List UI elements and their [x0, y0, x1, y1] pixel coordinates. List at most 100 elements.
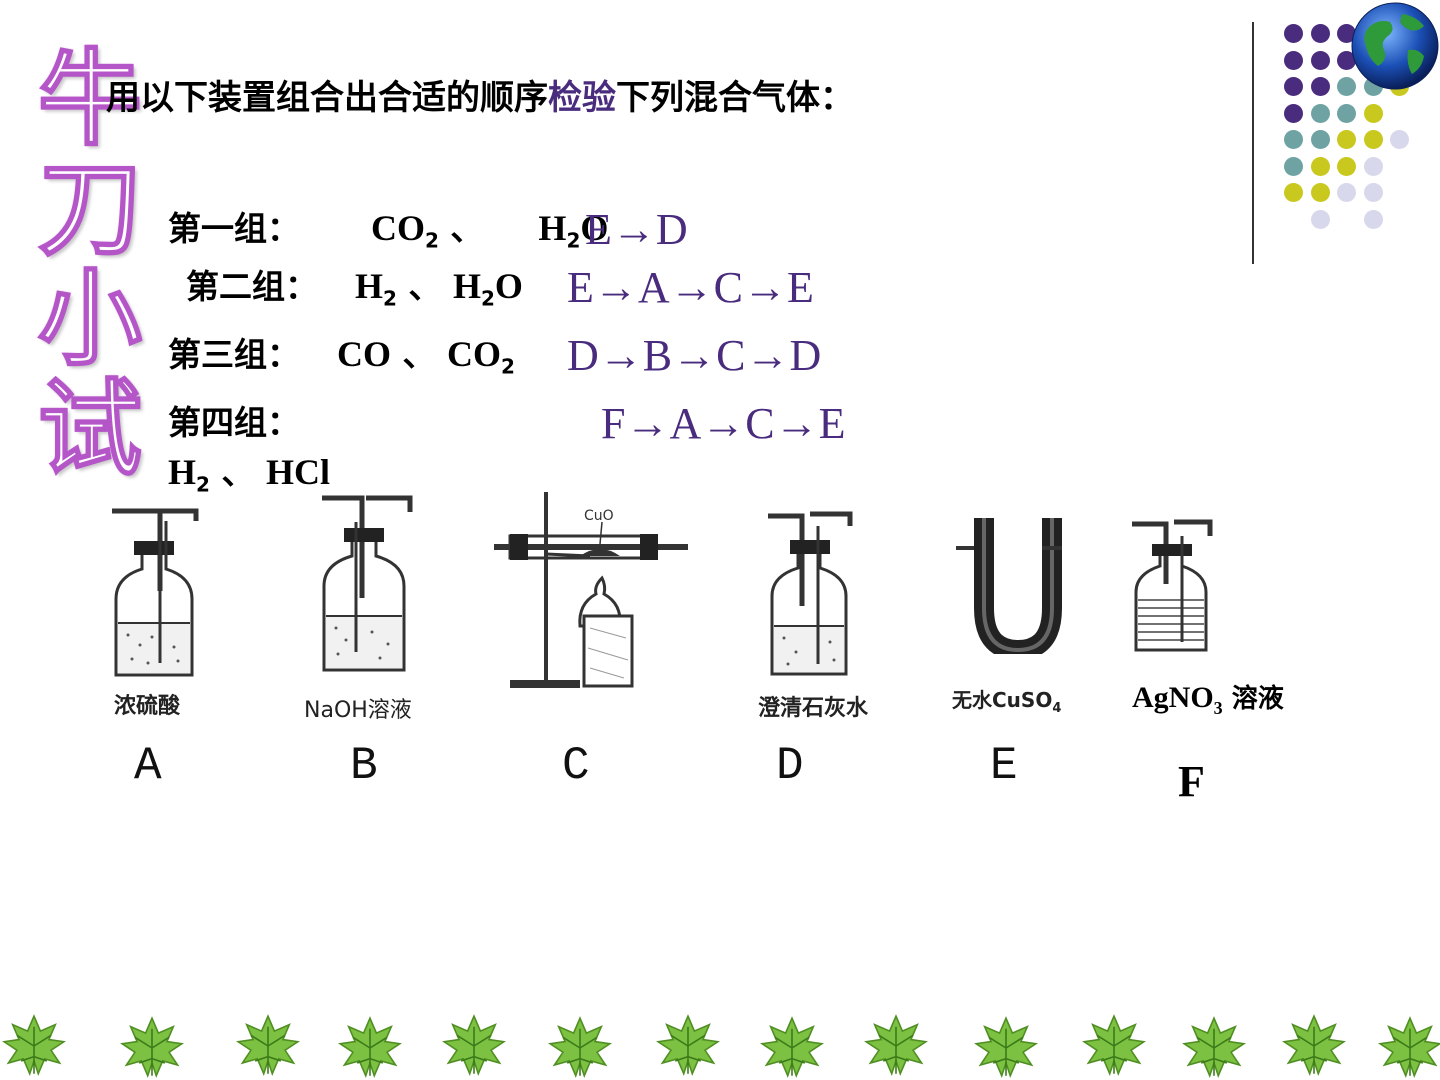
divider-line: [1252, 22, 1254, 264]
group-label: 第二组：: [186, 267, 318, 306]
decor-dot: [1337, 103, 1356, 123]
intro-highlight: 检验: [548, 78, 616, 118]
label-subscript: 3: [1213, 698, 1223, 718]
group-1: 第一组： CO2 、 H2O: [168, 202, 608, 253]
decor-dot: [1363, 183, 1383, 202]
gas-formula: CO: [447, 334, 501, 374]
group-2: 第二组： H2 、 H2O: [186, 260, 523, 311]
decor-dot: [1284, 24, 1303, 43]
leaf-icon: [1182, 1016, 1246, 1078]
label-text: AgNO: [1132, 681, 1214, 714]
group-label: 第三组：: [168, 335, 300, 374]
decor-dot: [1284, 183, 1303, 202]
separator: 、: [408, 267, 442, 306]
u-tube-apparatus-e: [956, 518, 1062, 654]
answer-3: D→B→C→D: [567, 331, 822, 380]
group-label: 第一组：: [168, 209, 300, 248]
gas-washing-bottle-d: [768, 511, 853, 676]
leaf-icon: [1282, 1014, 1346, 1076]
decor-dot: [1337, 130, 1356, 149]
group-4-label-line: 第四组：: [168, 396, 300, 444]
decor-dot: [1337, 50, 1356, 70]
intro-after: 下列混合气体：: [616, 78, 854, 118]
decor-dot: [1310, 130, 1330, 149]
leaf-icon: [1378, 1016, 1440, 1078]
globe-icon: [1351, 2, 1439, 90]
leaf-icon: [760, 1016, 824, 1078]
gas-subscript: 2: [566, 228, 581, 253]
separator: 、: [402, 335, 436, 374]
gas-subscript: 2: [196, 472, 210, 497]
gas-subscript: 2: [383, 286, 397, 311]
gas-formula: H: [452, 266, 481, 306]
decor-dot: [1310, 183, 1330, 202]
decor-dot: [1284, 77, 1303, 96]
side-title: 牛 刀 小 试: [37, 38, 158, 490]
apparatus-label-f: AgNO3 溶液: [1132, 678, 1284, 719]
leaf-icon: [338, 1016, 402, 1078]
group-3: 第三组： CO 、 CO2: [168, 328, 515, 379]
decor-dot: [1363, 103, 1383, 123]
gas-washing-bottle-a: [112, 508, 199, 677]
intro-text: 用以下装置组合出合适的顺序检验下列混合气体：: [106, 70, 854, 119]
decor-dot: [1284, 130, 1303, 149]
apparatus-label-e: 无水CuSO4: [952, 684, 1061, 716]
gas-formula: H: [355, 266, 384, 306]
group-label: 第四组：: [168, 403, 300, 442]
leaf-icon: [2, 1014, 66, 1076]
leaf-icon: [442, 1014, 506, 1076]
answer-4: F→A→C→E: [601, 399, 846, 448]
decor-dot: [1310, 156, 1330, 176]
leaf-icon: [656, 1014, 720, 1076]
apparatus-letter-e: E: [990, 740, 1018, 792]
apparatus-label-d: 澄清石灰水: [758, 696, 869, 721]
gas-subscript: 2: [480, 286, 495, 311]
label-subscript: 4: [1052, 701, 1062, 716]
cuo-label: CuO: [584, 508, 614, 524]
group-4-gases: H2 、 HCl: [168, 446, 330, 497]
decor-dot: [1310, 50, 1330, 70]
apparatus-letter-d: D: [776, 740, 804, 792]
gas-washing-bottle-f: [1132, 519, 1213, 652]
apparatus-label-a: 浓硫酸: [114, 694, 181, 719]
apparatus-letter-b: B: [350, 740, 378, 792]
apparatus-letter-c: C: [562, 740, 590, 792]
side-title-char: 试: [37, 368, 143, 490]
gas-formula-tail: O: [580, 208, 609, 248]
gas-formula: H: [168, 452, 197, 492]
gas-subscript: 2: [501, 354, 515, 379]
decor-dot: [1284, 156, 1303, 176]
decor-dot: [1363, 209, 1383, 229]
apparatus-letter-a: A: [134, 740, 162, 792]
apparatus-label-b: NaOH溶液: [304, 698, 412, 723]
decor-dot: [1337, 156, 1356, 176]
decor-dot: [1310, 103, 1330, 123]
gas-formula: CO: [337, 334, 391, 374]
intro-before: 用以下装置组合出合适的顺序: [106, 78, 548, 118]
decor-dot: [1363, 130, 1383, 149]
separator: 、: [450, 209, 484, 248]
side-title-char: 牛: [37, 38, 143, 160]
decor-dot: [1363, 156, 1383, 176]
decor-dot: [1390, 130, 1409, 149]
decor-dot: [1337, 77, 1356, 96]
side-title-char: 刀: [37, 148, 143, 270]
leaf-icon: [548, 1016, 612, 1078]
answer-2: E→A→C→E: [567, 263, 814, 312]
gas-washing-bottle-b: [322, 495, 413, 672]
gas-formula: CO: [371, 208, 425, 248]
decor-dot: [1310, 77, 1330, 96]
answer-1: E→D: [585, 205, 688, 254]
gas-formula: HCl: [265, 452, 330, 492]
leaf-icon: [974, 1016, 1038, 1078]
leaf-icon: [864, 1014, 928, 1076]
heating-tube-apparatus-c: CuO: [494, 492, 688, 688]
leaf-icon: [236, 1014, 300, 1076]
separator: 、: [221, 453, 255, 492]
decor-dot: [1337, 183, 1356, 202]
gas-formula: H: [538, 208, 567, 248]
side-title-char: 小: [37, 258, 143, 380]
decor-dot: [1284, 50, 1303, 70]
label-tail: 溶液: [1222, 684, 1284, 714]
decor-dot: [1310, 24, 1330, 43]
